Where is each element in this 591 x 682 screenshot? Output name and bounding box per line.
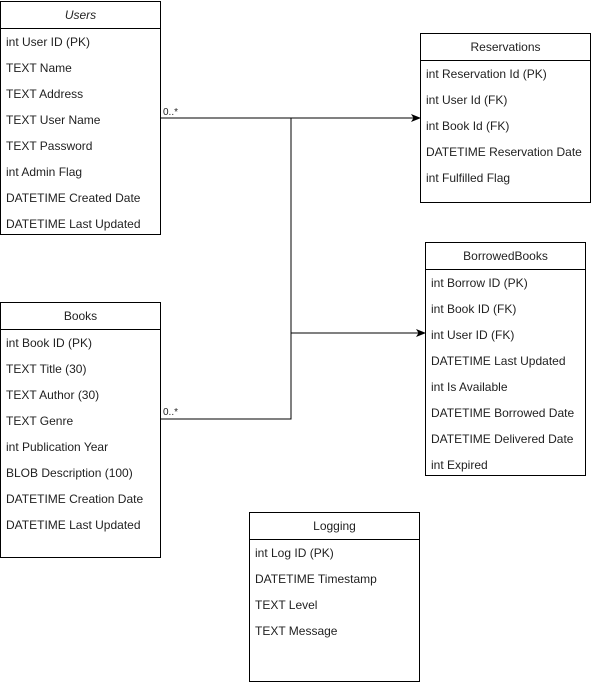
users-cardinality-label: 0..* xyxy=(163,107,179,118)
entity-field: DATETIME Last Updated xyxy=(6,518,141,532)
entity-field: int Book Id (FK) xyxy=(426,119,510,133)
entity-field: DATETIME Delivered Date xyxy=(431,432,574,446)
entity-field: DATETIME Timestamp xyxy=(255,572,377,586)
users-entity[interactable]: Users int User ID (PK) TEXT Name TEXT Ad… xyxy=(0,1,161,235)
entity-field: int Admin Flag xyxy=(6,165,83,179)
entity-field: DATETIME Reservation Date xyxy=(426,145,582,159)
entity-title: BorrowedBooks xyxy=(426,243,585,270)
entity-field: TEXT Author (30) xyxy=(6,388,100,402)
entity-field: int Fulfilled Flag xyxy=(426,171,511,185)
entity-field: int Publication Year xyxy=(6,440,109,454)
entity-title: Reservations xyxy=(421,34,590,61)
entity-field: int Book ID (PK) xyxy=(6,336,93,350)
entity-field: int Reservation Id (PK) xyxy=(426,67,547,81)
entity-field: int Is Available xyxy=(431,380,508,394)
entity-field: int Expired xyxy=(431,458,488,472)
entity-field: BLOB Description (100) xyxy=(6,466,133,480)
reservations-entity[interactable]: Reservations int Reservation Id (PK) int… xyxy=(420,33,591,203)
entity-field: TEXT Address xyxy=(6,87,84,101)
entity-title: Users xyxy=(1,2,160,29)
entity-title: Logging xyxy=(250,513,419,540)
entity-field: DATETIME Last Updated xyxy=(6,217,141,231)
entity-field: TEXT Level xyxy=(255,598,318,612)
entity-field: TEXT Genre xyxy=(6,414,74,428)
entity-field: TEXT Password xyxy=(6,139,93,153)
entity-field: int Book ID (FK) xyxy=(431,302,517,316)
entity-field: TEXT Message xyxy=(255,624,338,638)
entity-title: Books xyxy=(1,303,160,330)
entity-field: int User Id (FK) xyxy=(426,93,508,107)
entity-field: TEXT Name xyxy=(6,61,72,75)
entity-field: DATETIME Created Date xyxy=(6,191,141,205)
books-cardinality-label: 0..* xyxy=(163,407,179,418)
books-entity[interactable]: Books int Book ID (PK) TEXT Title (30) T… xyxy=(0,302,161,558)
entity-field: DATETIME Last Updated xyxy=(431,354,566,368)
logging-entity[interactable]: Logging int Log ID (PK) DATETIME Timesta… xyxy=(249,512,420,682)
entity-field: TEXT Title (30) xyxy=(6,362,87,376)
entity-field: int Borrow ID (PK) xyxy=(431,276,528,290)
entity-field: int User ID (FK) xyxy=(431,328,515,342)
junction-line xyxy=(161,118,292,420)
borrowedbooks-entity[interactable]: BorrowedBooks int Borrow ID (PK) int Boo… xyxy=(425,242,586,476)
entity-field: int User ID (PK) xyxy=(6,35,91,49)
entity-field: int Log ID (PK) xyxy=(255,546,334,560)
entity-field: DATETIME Borrowed Date xyxy=(431,406,575,420)
entity-field: DATETIME Creation Date xyxy=(6,492,144,506)
entity-field: TEXT User Name xyxy=(6,113,101,127)
